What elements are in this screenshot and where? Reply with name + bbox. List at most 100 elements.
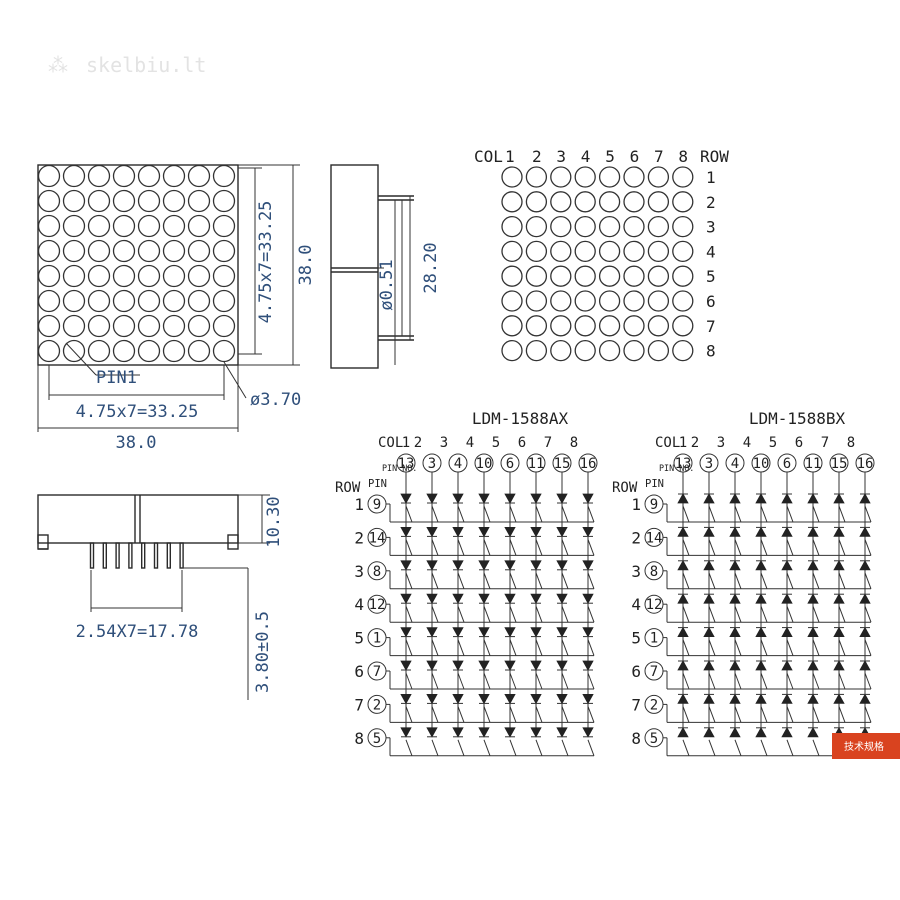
matrix-row-number: 5 (706, 267, 716, 286)
led-diode-icon (781, 726, 793, 738)
led-diode-icon (729, 693, 741, 704)
led-diode-icon (729, 593, 741, 604)
schematic-row-number: 8 (354, 729, 364, 748)
led-diode-icon (781, 660, 793, 671)
schematic-row-number: 3 (354, 562, 364, 581)
matrix-dot (501, 215, 523, 238)
front-dot (187, 189, 211, 213)
matrix-col-number: 2 (532, 147, 542, 166)
led-diode-icon (556, 560, 568, 571)
schematic-col-number: 5 (492, 435, 500, 451)
led-diode-icon (859, 660, 871, 671)
row-pin-number: 1 (650, 631, 658, 647)
front-dot (62, 289, 86, 313)
schematic-row-number: 5 (354, 629, 364, 648)
front-dot (212, 164, 236, 188)
front-dot (137, 264, 161, 288)
led-diode-icon (729, 660, 741, 671)
pin1-label: PIN1 (96, 368, 137, 388)
row-pin-number: 5 (373, 731, 381, 747)
led-diode-icon (703, 493, 715, 504)
matrix-dot (623, 240, 645, 263)
led-diode-icon (807, 626, 819, 637)
matrix-dot (550, 191, 572, 213)
schematic-col-number: 8 (847, 435, 855, 451)
led-diode-icon (452, 493, 464, 504)
led-diode-icon (729, 559, 741, 571)
led-diode-icon (582, 593, 594, 605)
schematic-col-number: 5 (769, 435, 777, 451)
schematic-row-number: 4 (354, 595, 364, 614)
led-diode-icon (859, 526, 871, 537)
matrix-col-number: 6 (630, 147, 640, 166)
front-dot (162, 214, 186, 238)
led-diode-icon (556, 527, 568, 538)
col-pin-number: 15 (831, 456, 848, 472)
bottom-view: 10.30 2.54X7=17.78 3.80±0.5 (37, 494, 284, 700)
matrix-dot (598, 240, 621, 263)
matrix-dot (647, 339, 670, 362)
col-pin-number: 6 (506, 456, 514, 472)
matrix-dot (672, 339, 694, 362)
matrix-dot (574, 240, 596, 263)
bottom-pin (153, 542, 159, 569)
front-dot (37, 289, 61, 313)
row-pin-number: 9 (650, 497, 658, 513)
matrix-dot (525, 166, 548, 188)
schematic-row-number: 4 (631, 595, 641, 614)
row-pin-number: 12 (369, 597, 386, 613)
led-diode-icon (582, 493, 594, 504)
matrix-dot (574, 215, 596, 238)
led-diode-icon (807, 660, 819, 671)
schematic-col-number: 6 (518, 435, 526, 451)
dim-vertical-outer: 38.0 (296, 245, 316, 286)
led-diode-icon (530, 493, 542, 504)
front-dot (212, 339, 236, 363)
matrix-row-number: 7 (706, 317, 716, 336)
led-diode-icon (452, 593, 464, 605)
led-diode-icon (400, 560, 412, 571)
led-diode-icon (556, 627, 568, 638)
matrix-row-number: 3 (706, 218, 716, 237)
front-dot (87, 164, 111, 188)
matrix-row-number: 1 (706, 168, 716, 187)
matrix-row-number: 4 (706, 242, 716, 261)
front-dot (87, 314, 111, 338)
height-label: 28.20 (421, 242, 441, 293)
front-dot (112, 314, 136, 338)
led-diode-icon (452, 694, 464, 705)
front-dot (187, 289, 211, 313)
matrix-dot (598, 191, 621, 213)
led-diode-icon (859, 559, 871, 571)
matrix-dot (501, 315, 523, 337)
bottom-body (37, 494, 239, 544)
matrix-dot (647, 315, 670, 337)
matrix-dot (525, 215, 548, 238)
led-diode-icon (833, 693, 845, 704)
matrix-dot (501, 339, 523, 362)
front-dot (137, 164, 161, 188)
col-pin-number: 6 (783, 456, 791, 472)
led-diode-icon (677, 593, 689, 604)
matrix-col-number: 8 (678, 147, 688, 166)
corner-tag: 技术规格 (832, 733, 900, 759)
led-diode-icon (781, 626, 793, 637)
front-dot (187, 214, 211, 238)
led-diode-icon (833, 526, 845, 537)
led-diode-icon (452, 527, 464, 538)
front-dot (87, 264, 111, 288)
schematic-col-number: 4 (743, 435, 751, 451)
matrix-dot (525, 265, 548, 287)
schematic-col-number: 8 (570, 435, 578, 451)
front-body (37, 164, 239, 366)
front-dot (112, 289, 136, 313)
schematic-row-label: ROW (335, 480, 361, 496)
row-pin-number: 1 (373, 631, 381, 647)
led-diode-icon (530, 694, 542, 705)
side-body (330, 164, 379, 369)
front-dot (137, 339, 161, 363)
led-diode-icon (478, 527, 490, 538)
row-pin-number: 8 (650, 564, 658, 580)
